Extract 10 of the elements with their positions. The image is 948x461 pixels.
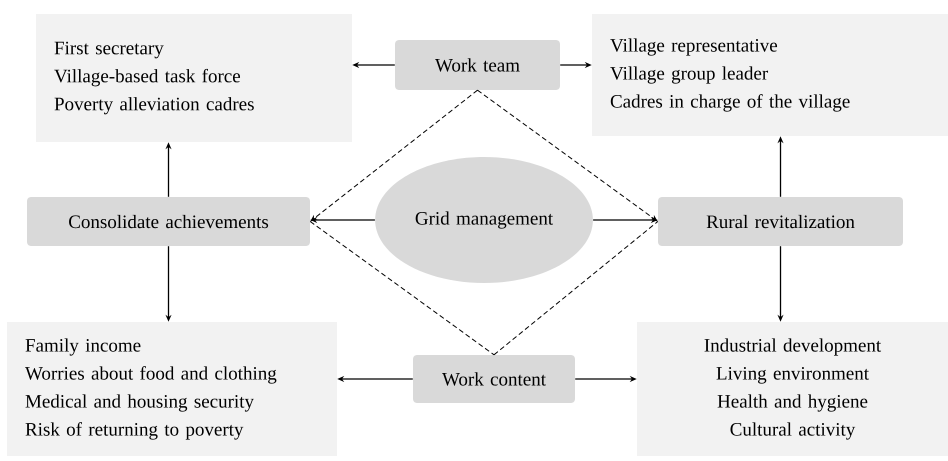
dashed-line [310,221,494,356]
dashed-line [494,221,658,356]
label-tab: Rural revitalization [658,197,903,246]
list-box: First secretary Village-based task force Poverty alleviation cadres [36,14,352,142]
list-box: Family income Worries about food and clothing Medical and housing security Risk of returning to poverty [7,322,337,456]
label-tab: Consolidate achievements [27,197,310,246]
list-box: Village representative Village group leader Cadres in charge of the village [592,14,948,136]
label-tab: Work content [413,355,575,403]
label-tab: Work team [395,40,560,90]
list-box: Industrial development Living environment Health and hygiene Cultural activity [637,322,948,456]
